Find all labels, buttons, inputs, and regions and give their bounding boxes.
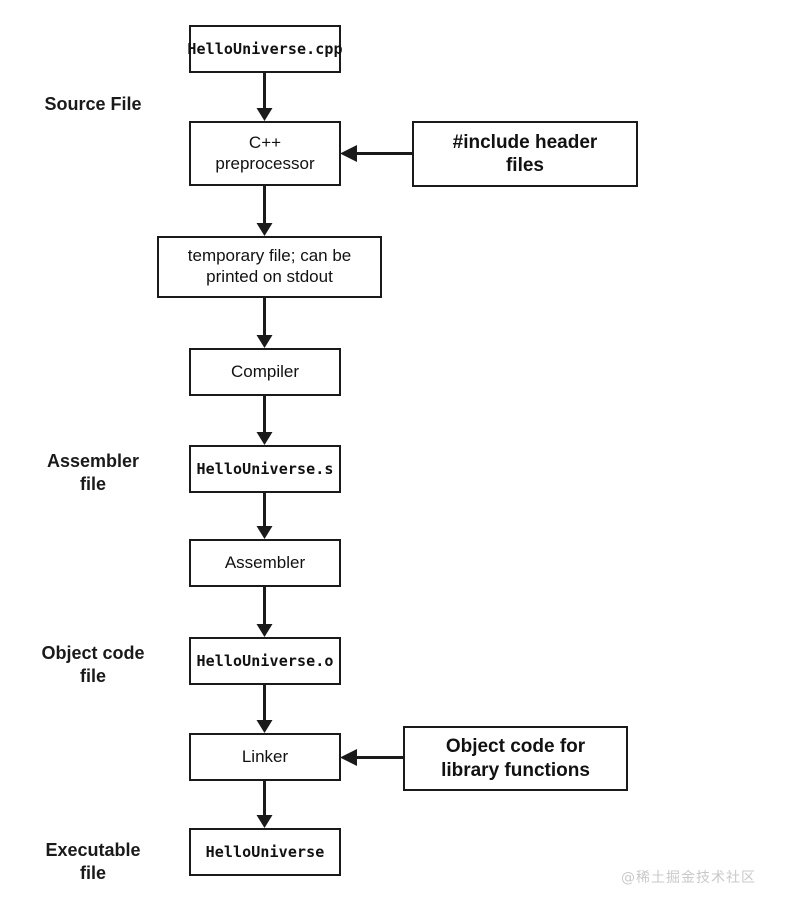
stage-label-assembler-file: Assembler file [46,451,140,495]
node-compiler[interactable]: Compiler [189,348,341,396]
node-library-objects[interactable]: Object code for library functions [403,726,628,791]
node-linker[interactable]: Linker [189,733,341,781]
node-executable-label: HelloUniverse [205,842,325,861]
stage-label-object-code-file: Object code file [41,643,145,687]
node-temporary-file-label: temporary file; can be printed on stdout [187,246,352,286]
node-temporary-file[interactable]: temporary file; can be printed on stdout [157,236,382,298]
node-cpp-preprocessor[interactable]: C++ preprocessor [189,121,341,186]
node-object-file[interactable]: HelloUniverse.o [189,637,341,685]
node-cpp-preprocessor-label: C++ preprocessor [215,132,315,173]
watermark: @稀土掘金技术社区 [621,870,756,886]
stage-label-executable-file: Executable file [45,840,141,884]
node-include-headers-label: #include header files [452,131,598,176]
node-source-file[interactable]: HelloUniverse.cpp [187,25,343,73]
node-assembly-file-label: HelloUniverse.s [196,459,334,478]
stage-label-source-file: Source File [44,94,142,114]
node-executable[interactable]: HelloUniverse [189,828,341,876]
node-compiler-label: Compiler [230,361,300,381]
node-library-objects-label: Object code for library functions [441,736,590,781]
node-include-headers[interactable]: #include header files [412,121,638,187]
node-assembler-label: Assembler [224,552,306,572]
node-linker-label: Linker [241,746,289,766]
node-object-file-label: HelloUniverse.o [196,651,334,670]
node-assembler[interactable]: Assembler [189,539,341,587]
node-assembly-file[interactable]: HelloUniverse.s [189,445,341,493]
node-source-file-label: HelloUniverse.cpp [187,39,343,58]
